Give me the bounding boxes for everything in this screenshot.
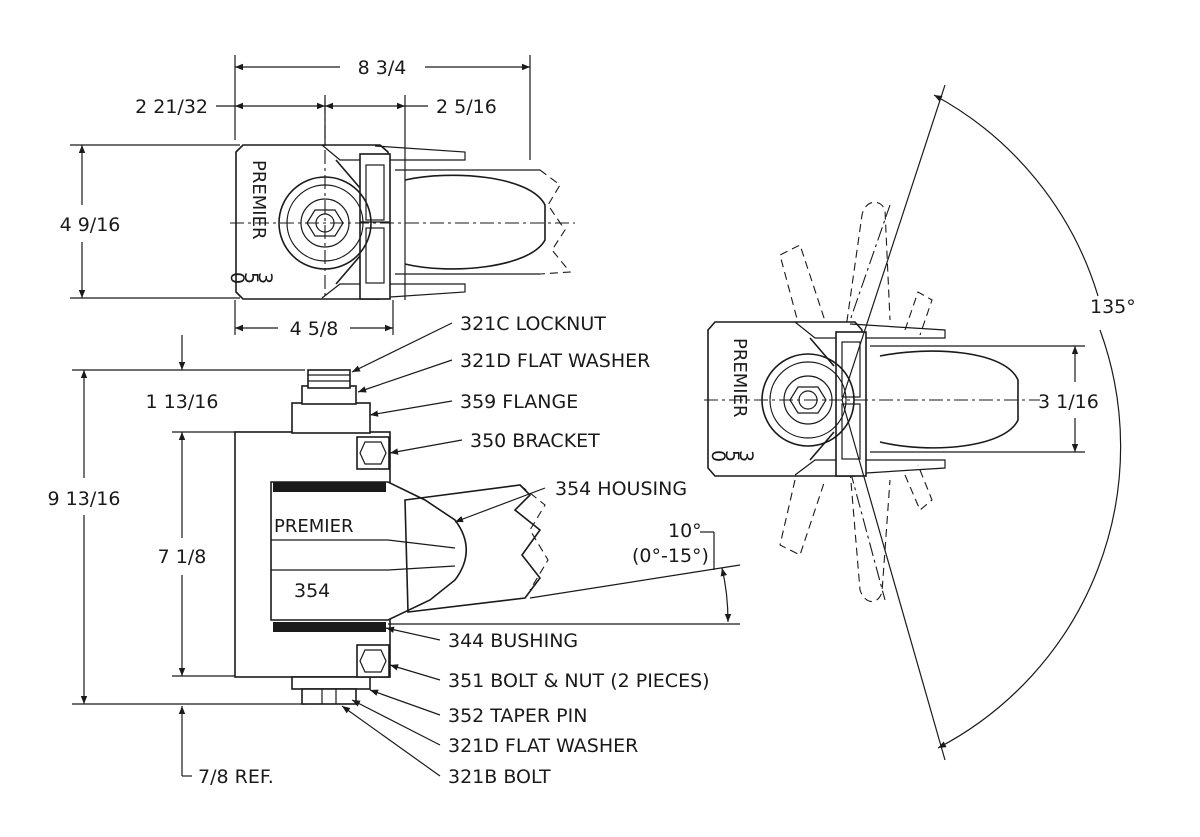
angle-nominal: 10°	[668, 520, 702, 542]
callout-bolt-nut: 351 BOLT & NUT (2 PIECES)	[448, 670, 710, 692]
rotated-view-digit-5: 5	[721, 450, 743, 462]
swing-angle: 135°	[1090, 296, 1136, 318]
callout-flange: 359 FLANGE	[460, 391, 578, 413]
rotated-view: PREMIER 3 5 0 3 1/16 135°	[704, 84, 1136, 761]
rotated-view-digit-3: 3	[735, 450, 757, 462]
dim-left-offset: 2 21/32	[135, 96, 208, 118]
top-view: 8 3/4 2 21/32 2 5/16 4 9/16 4 5/8	[60, 55, 575, 340]
callout-taper-pin: 352 TAPER PIN	[448, 705, 587, 727]
top-view-digit-0: 0	[226, 272, 248, 284]
dim-overall-height: 9 13/16	[48, 488, 121, 510]
callout-flat-washer-bottom: 321D FLAT WASHER	[448, 735, 638, 757]
callout-bushing: 344 BUSHING	[448, 630, 578, 652]
dim-top-offset: 1 13/16	[146, 391, 219, 413]
callout-bolt: 321B BOLT	[448, 766, 551, 788]
rotated-view-brand: PREMIER	[729, 338, 750, 417]
dim-right-view-height: 3 1/16	[1038, 391, 1099, 413]
rotated-view-digit-0: 0	[707, 450, 729, 462]
top-view-brand: PREMIER	[248, 160, 269, 239]
dim-top-height: 4 9/16	[60, 214, 121, 236]
callout-flat-washer-top: 321D FLAT WASHER	[460, 350, 650, 372]
dim-base-width: 4 5/8	[290, 318, 339, 340]
top-view-digit-3: 3	[254, 272, 276, 284]
top-view-digit-5: 5	[240, 272, 262, 284]
angle-range: (0°-15°)	[632, 545, 709, 567]
callouts: 321C LOCKNUT 321D FLAT WASHER 359 FLANGE…	[341, 313, 710, 788]
dim-right-offset: 2 5/16	[436, 96, 497, 118]
callout-housing: 354 HOUSING	[555, 478, 687, 500]
housing-number: 354	[294, 580, 330, 602]
callout-bracket: 350 BRACKET	[470, 430, 600, 452]
callout-locknut: 321C LOCKNUT	[460, 313, 606, 335]
dim-bottom-ref: 7/8 REF.	[198, 766, 274, 788]
side-view-brand: PREMIER	[274, 516, 353, 537]
dim-overall-width: 8 3/4	[358, 57, 407, 79]
dim-bracket-height: 7 1/8	[158, 546, 207, 568]
side-view: 1 13/16 9 13/16 7 1/8 7/8 REF.	[48, 335, 741, 788]
